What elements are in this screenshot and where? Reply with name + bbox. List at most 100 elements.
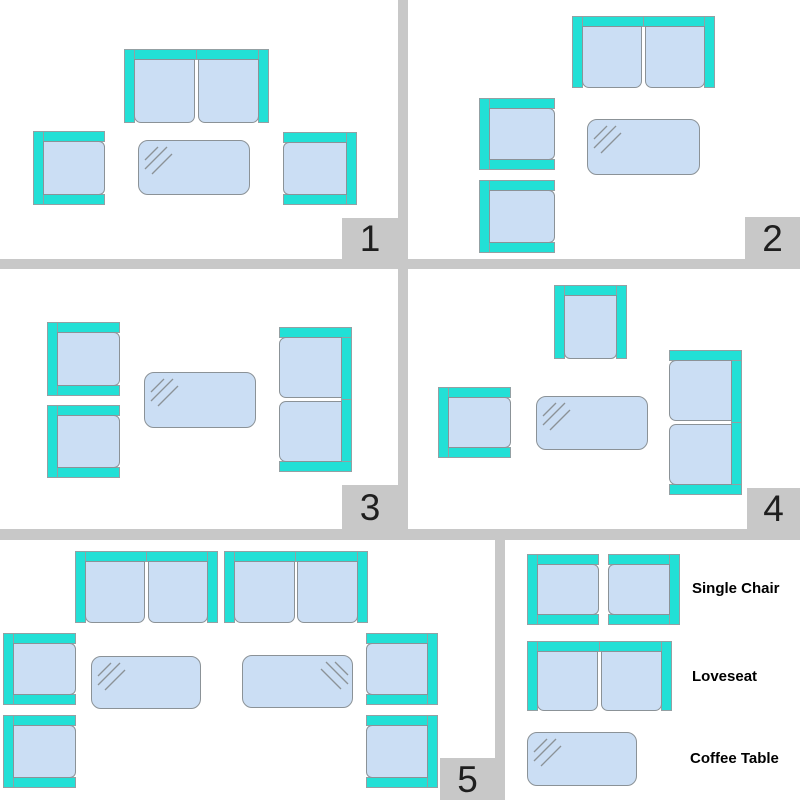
single-chair xyxy=(3,715,76,788)
panel-number-badge-1: 1 xyxy=(342,218,398,259)
frame-bar xyxy=(669,484,742,495)
single-chair xyxy=(479,98,555,170)
seat-cushion xyxy=(57,332,120,386)
frame-bar xyxy=(448,447,511,458)
single-chair xyxy=(438,387,511,458)
frame-bar xyxy=(13,777,76,788)
legend-label-single-chair: Single Chair xyxy=(692,580,780,597)
panel-number-badge-3: 3 xyxy=(342,485,398,529)
loveseat xyxy=(527,641,672,711)
seat-cushion xyxy=(564,295,617,359)
frame-bar xyxy=(731,422,742,485)
seat-cushion xyxy=(57,415,120,468)
single-chair xyxy=(283,132,357,205)
frame-bar xyxy=(207,551,218,623)
glass-shine xyxy=(97,662,126,691)
glass-shine xyxy=(150,378,179,407)
seat-cushion xyxy=(134,59,195,123)
frame-bar xyxy=(704,16,715,88)
seat-cushion xyxy=(297,561,358,623)
single-chair xyxy=(554,285,627,359)
frame-bar xyxy=(43,194,105,205)
seat-cushion xyxy=(669,360,732,421)
seat-cushion xyxy=(13,643,76,695)
single-chair xyxy=(366,715,438,788)
single-chair xyxy=(527,554,599,625)
seat-cushion xyxy=(279,401,342,462)
frame-bar xyxy=(57,467,120,478)
frame-bar xyxy=(616,285,627,359)
frame-bar xyxy=(341,399,352,462)
legend-label-loveseat: Loveseat xyxy=(692,668,758,685)
seat-cushion xyxy=(13,725,76,778)
single-chair xyxy=(47,322,120,396)
seat-cushion xyxy=(489,190,555,243)
frame-bar xyxy=(357,551,368,623)
panel-divider-horizontal-2 xyxy=(0,529,800,540)
seat-cushion xyxy=(283,142,347,195)
frame-bar xyxy=(346,132,357,205)
loveseat xyxy=(224,551,368,623)
frame-bar xyxy=(427,715,438,788)
seat-cushion xyxy=(669,424,732,485)
panel-divider-vertical-bottom xyxy=(495,540,505,800)
seat-cushion xyxy=(85,561,145,623)
panel-number-badge-2: 2 xyxy=(745,217,800,259)
panel-number-badge-4: 4 xyxy=(747,488,800,529)
frame-bar xyxy=(366,777,428,788)
frame-bar xyxy=(489,242,555,253)
coffee-table xyxy=(587,119,700,175)
frame-bar xyxy=(366,694,428,705)
coffee-table xyxy=(144,372,256,428)
frame-bar xyxy=(341,337,352,400)
seat-cushion xyxy=(537,564,599,615)
glass-shine xyxy=(320,661,349,690)
seat-cushion xyxy=(366,643,428,695)
panel-divider-vertical-top xyxy=(398,0,408,540)
seat-cushion xyxy=(448,397,511,448)
seat-cushion xyxy=(198,59,259,123)
coffee-table xyxy=(138,140,250,195)
seat-cushion xyxy=(608,564,670,615)
frame-bar xyxy=(661,641,672,711)
seat-cushion xyxy=(601,651,662,711)
single-chair xyxy=(33,131,105,205)
frame-bar xyxy=(489,159,555,170)
loveseat xyxy=(75,551,218,623)
legend-label-coffee-table: Coffee Table xyxy=(690,750,779,767)
single-chair xyxy=(479,180,555,253)
single-chair xyxy=(3,633,76,705)
coffee-table xyxy=(536,396,648,450)
loveseat xyxy=(572,16,715,88)
loveseat xyxy=(279,327,352,472)
frame-bar xyxy=(258,49,269,123)
panel-number-badge-5: 5 xyxy=(440,758,495,800)
frame-bar xyxy=(669,554,680,625)
seat-cushion xyxy=(537,651,598,711)
seat-cushion xyxy=(366,725,428,778)
glass-shine xyxy=(593,125,622,154)
glass-shine xyxy=(542,402,571,431)
coffee-table xyxy=(242,655,353,708)
frame-bar xyxy=(608,614,670,625)
seat-cushion xyxy=(234,561,295,623)
seat-cushion xyxy=(148,561,208,623)
single-chair xyxy=(47,405,120,478)
coffee-table xyxy=(91,656,201,709)
frame-bar xyxy=(283,194,347,205)
frame-bar xyxy=(427,633,438,705)
seat-cushion xyxy=(645,26,705,88)
frame-bar xyxy=(13,694,76,705)
glass-shine xyxy=(144,146,173,175)
loveseat xyxy=(124,49,269,123)
seat-cushion xyxy=(279,337,342,398)
loveseat xyxy=(669,350,742,495)
glass-shine xyxy=(533,738,562,767)
seat-cushion xyxy=(489,108,555,160)
seat-cushion xyxy=(582,26,642,88)
panel-divider-horizontal-1 xyxy=(0,259,800,269)
frame-bar xyxy=(537,614,599,625)
seat-cushion xyxy=(43,141,105,195)
single-chair xyxy=(366,633,438,705)
